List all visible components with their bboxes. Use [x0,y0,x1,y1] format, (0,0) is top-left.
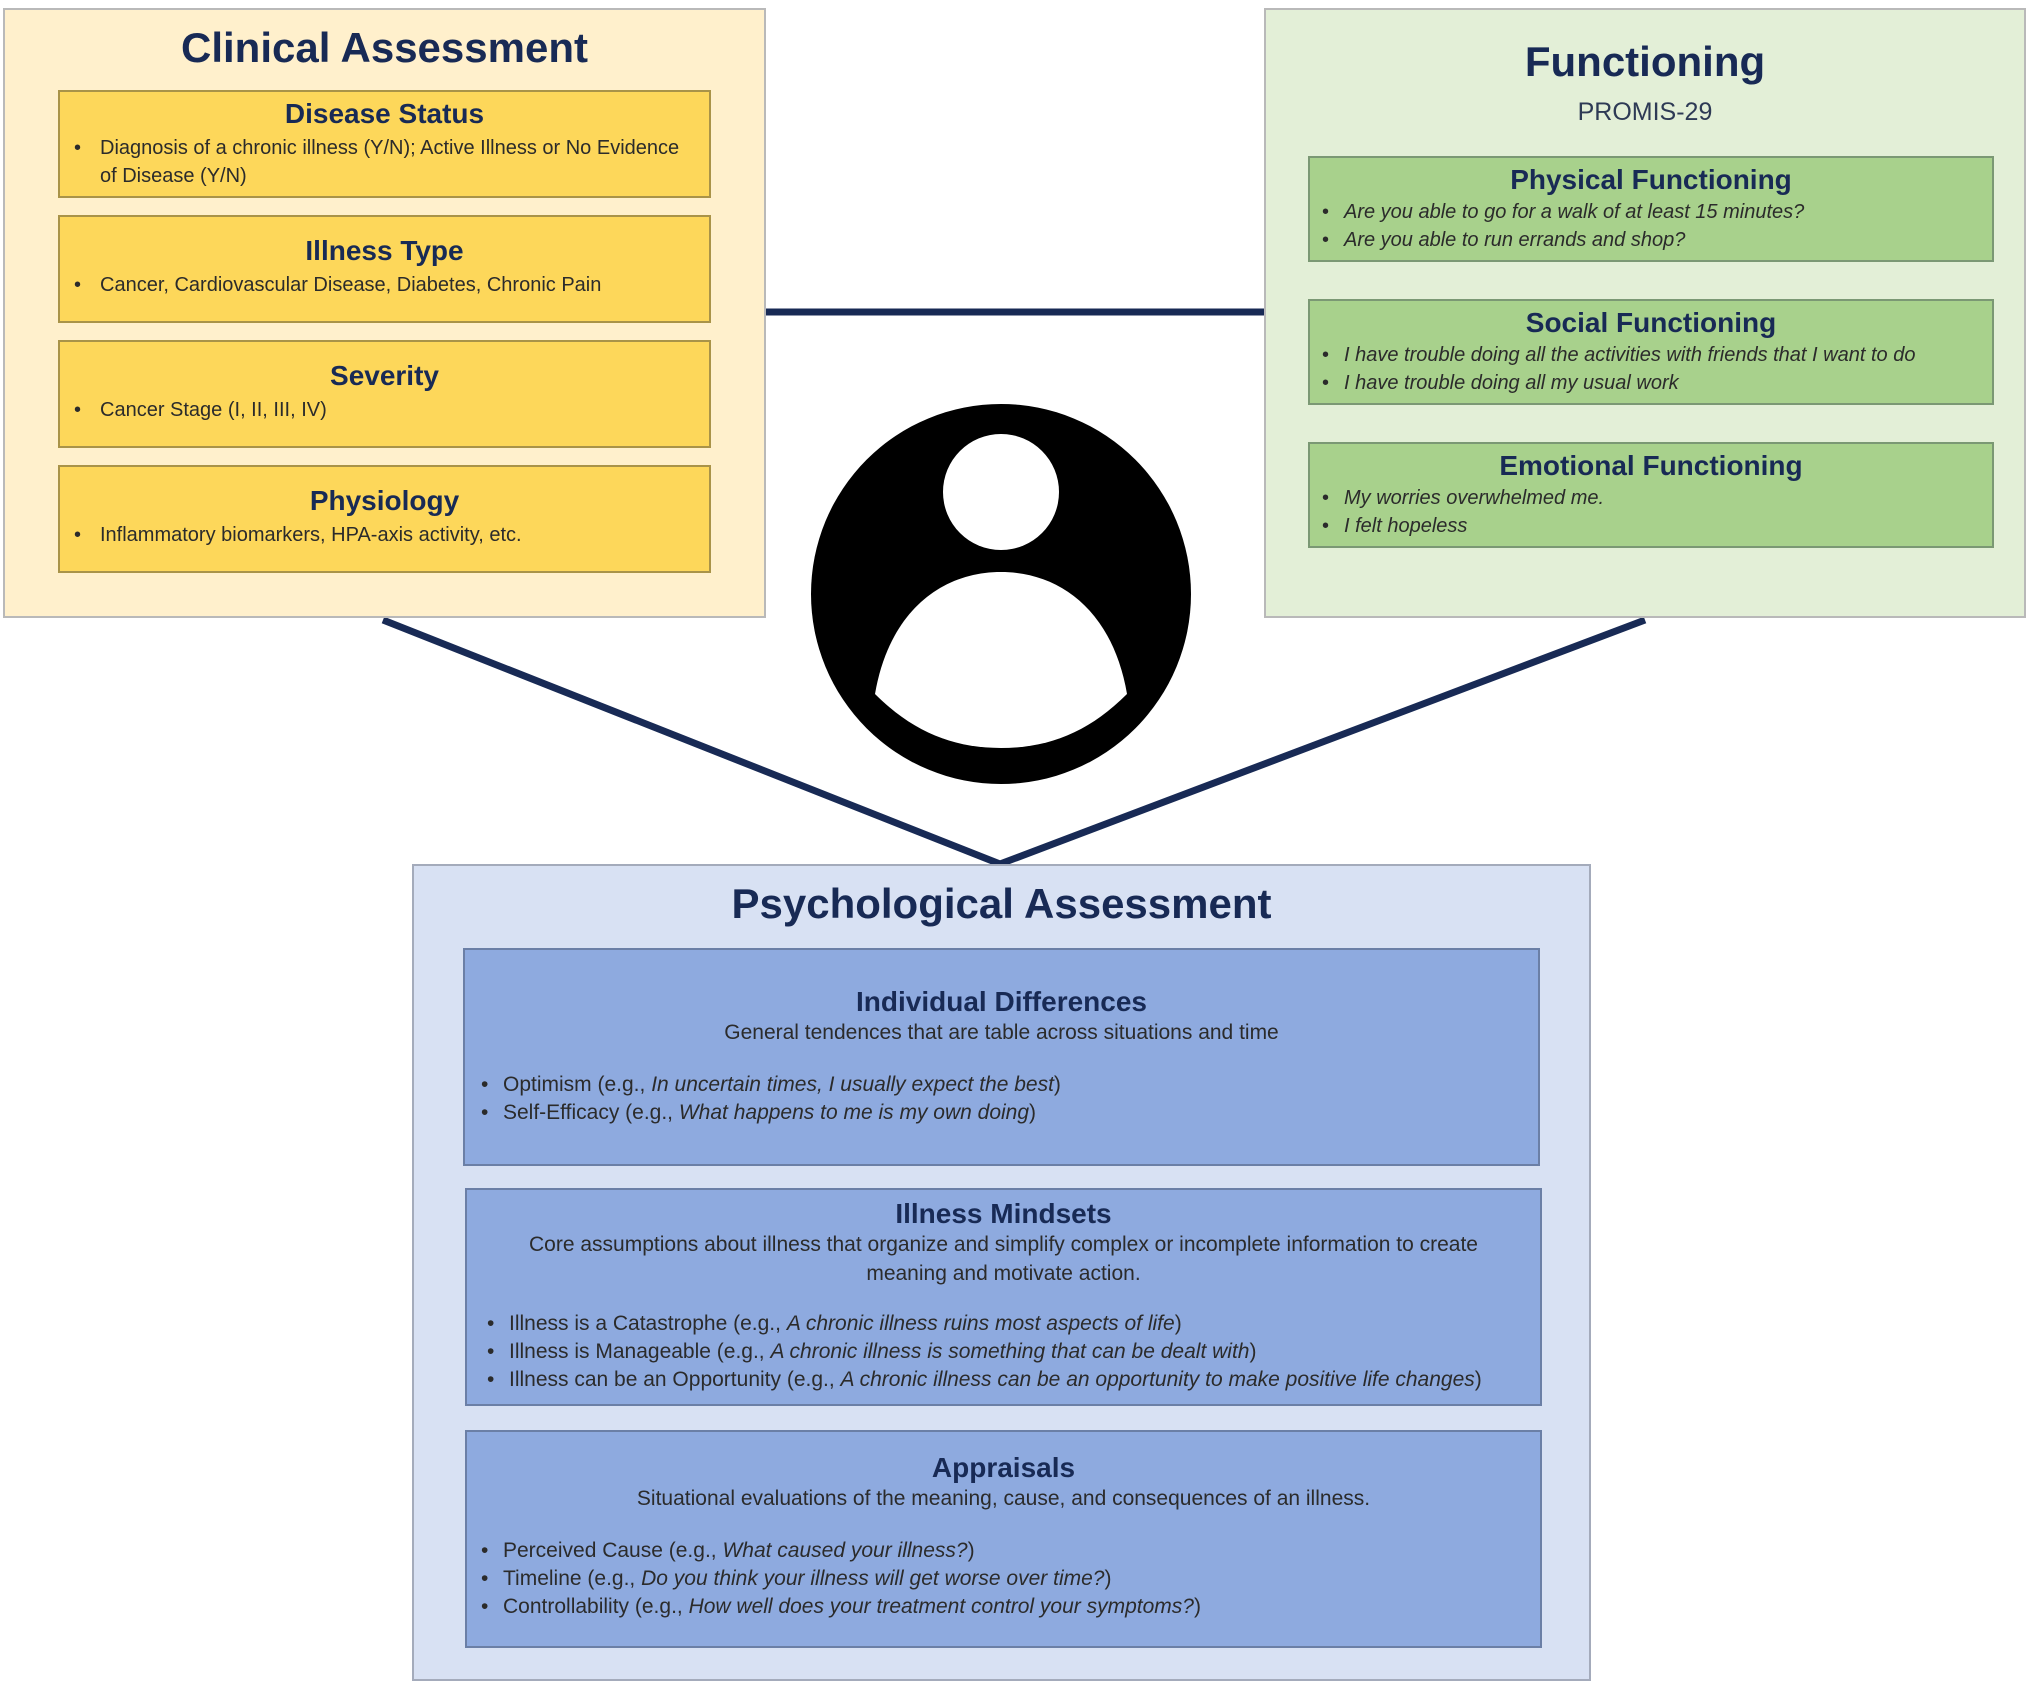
functioning-subtitle: PROMIS-29 [1577,98,1713,126]
illness-type-item: Cancer, Cardiovascular Disease, Diabetes… [74,271,689,299]
individual-differences-item: Self-Efficacy (e.g., What happens to me … [481,1099,1518,1127]
physical-functioning-box: Physical Functioning Are you able to go … [1308,156,1994,262]
physiology-item: Inflammatory biomarkers, HPA-axis activi… [74,521,689,549]
emotional-functioning-item: My worries overwhelmed me. [1322,484,1980,512]
functioning-title: Functioning [1524,38,1766,85]
appraisals-item: Controllability (e.g., How well does you… [481,1593,1520,1621]
illness-mindsets-item: Illness is a Catastrophe (e.g., A chroni… [487,1310,1524,1338]
social-functioning-title: Social Functioning [1525,307,1777,338]
individual-differences-title: Individual Differences [856,986,1147,1017]
illness-mindsets-box: Illness Mindsets Core assumptions about … [465,1188,1542,1406]
illness-mindsets-item: Illness can be an Opportunity (e.g., A c… [487,1366,1524,1394]
social-functioning-box: Social Functioning I have trouble doing … [1308,299,1994,405]
social-functioning-item: I have trouble doing all my usual work [1322,369,1980,397]
individual-differences-box: Individual Differences General tendences… [463,948,1540,1166]
disease-status-title: Disease Status [284,98,485,129]
physical-functioning-title: Physical Functioning [1510,164,1792,195]
connector-clinical-psych [381,616,1002,868]
individual-differences-description: General tendences that are table across … [724,1021,1279,1044]
severity-title: Severity [330,360,439,391]
illness-type-box: Illness Type Cancer, Cardiovascular Dise… [58,215,711,323]
appraisals-title: Appraisals [931,1452,1076,1483]
physiology-box: Physiology Inflammatory biomarkers, HPA-… [58,465,711,573]
psychological-assessment-panel: Psychological Assessment Individual Diff… [412,864,1591,1681]
illness-mindsets-item: Illness is Manageable (e.g., A chronic i… [487,1338,1524,1366]
functioning-panel: Functioning PROMIS-29 Physical Functioni… [1264,8,2026,618]
appraisals-item: Perceived Cause (e.g., What caused your … [481,1537,1520,1565]
disease-status-box: Disease Status Diagnosis of a chronic il… [58,90,711,198]
severity-item: Cancer Stage (I, II, III, IV) [74,396,689,424]
clinical-assessment-panel: Clinical Assessment Disease Status Diagn… [3,8,766,618]
emotional-functioning-title: Emotional Functioning [1499,450,1803,481]
individual-differences-item: Optimism (e.g., In uncertain times, I us… [481,1071,1518,1099]
illness-mindsets-description: Core assumptions about illness that orga… [529,1233,1478,1285]
appraisals-description: Situational evaluations of the meaning, … [636,1487,1371,1510]
emotional-functioning-box: Emotional Functioning My worries overwhe… [1308,442,1994,548]
connector-functioning-psych [998,616,1647,868]
physiology-title: Physiology [309,485,460,516]
appraisals-box: Appraisals Situational evaluations of th… [465,1430,1542,1648]
clinical-assessment-title: Clinical Assessment [181,24,588,71]
severity-box: Severity Cancer Stage (I, II, III, IV) [58,340,711,448]
illness-mindsets-title: Illness Mindsets [895,1198,1112,1229]
physical-functioning-item: Are you able to go for a walk of at leas… [1322,198,1980,226]
emotional-functioning-item: I felt hopeless [1322,512,1980,540]
disease-status-item: Diagnosis of a chronic illness (Y/N); Ac… [74,134,689,190]
social-functioning-item: I have trouble doing all the activities … [1322,341,1980,369]
physical-functioning-item: Are you able to run errands and shop? [1322,226,1980,254]
person-icon [811,404,1191,784]
appraisals-item: Timeline (e.g., Do you think your illnes… [481,1565,1520,1593]
psychological-assessment-title: Psychological Assessment [731,880,1272,927]
illness-type-title: Illness Type [305,235,464,266]
